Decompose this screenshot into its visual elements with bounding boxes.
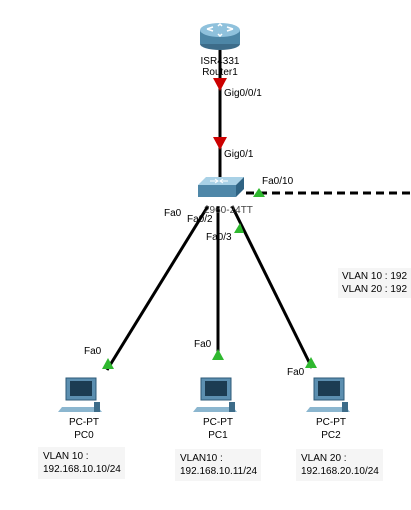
pc2-note[interactable]: VLAN 20 : 192.168.20.10/24 bbox=[296, 449, 383, 481]
link-up-triangle bbox=[212, 349, 224, 360]
router-port-label: Gig0/0/1 bbox=[224, 88, 262, 99]
switch-model-label: 2960-24TT bbox=[204, 205, 253, 216]
link-down-triangle bbox=[213, 137, 227, 150]
router-icon[interactable] bbox=[200, 22, 240, 50]
pc0-name-label: PC0 bbox=[74, 430, 94, 441]
switch-icon[interactable] bbox=[198, 177, 244, 197]
cable-switch-pc2[interactable] bbox=[230, 205, 314, 369]
link-up-triangle bbox=[305, 357, 317, 368]
router-model-label: ISR4331 bbox=[200, 56, 240, 67]
pc0-note-ip: 192.168.10.10/24 bbox=[43, 464, 121, 475]
link-up-triangle bbox=[102, 358, 114, 369]
side-note-vlan10: VLAN 10 : 192 bbox=[342, 271, 408, 282]
pc2-note-vlan: VLAN 20 : bbox=[301, 453, 347, 464]
pc2-type-label: PC-PT bbox=[316, 417, 346, 428]
switch-pc0-port-label: Fa0/2 bbox=[187, 214, 213, 225]
switch-trunk-port-label: Fa0/10 bbox=[262, 176, 294, 187]
vlan-side-note[interactable]: VLAN 10 : 192 VLAN 20 : 192 bbox=[338, 268, 411, 298]
pc-icon[interactable] bbox=[306, 377, 350, 412]
pc1-port-label: Fa0 bbox=[194, 339, 212, 350]
pc-icon[interactable] bbox=[58, 377, 102, 412]
pc1-note-vlan: VLAN10 : bbox=[180, 453, 223, 464]
pc0-note-vlan: VLAN 10 : bbox=[43, 451, 89, 462]
pc0-type-label: PC-PT bbox=[69, 417, 99, 428]
pc0-port-label: Fa0 bbox=[84, 346, 102, 357]
pc0-note[interactable]: VLAN 10 : 192.168.10.10/24 bbox=[38, 447, 125, 479]
pc1-name-label: PC1 bbox=[208, 430, 228, 441]
pc2-note-ip: 192.168.20.10/24 bbox=[301, 466, 379, 477]
switch-uplink-port-label: Gig0/1 bbox=[224, 149, 254, 160]
switch-port-prefix-label: Fa0 bbox=[164, 208, 182, 219]
pc-icon[interactable] bbox=[193, 377, 237, 412]
pc1-type-label: PC-PT bbox=[203, 417, 233, 428]
cable-switch-pc0[interactable] bbox=[105, 205, 210, 371]
pc2-port-label: Fa0 bbox=[287, 367, 305, 378]
pc1-note-ip: 192.168.10.11/24 bbox=[180, 466, 258, 477]
pc1-note[interactable]: VLAN10 : 192.168.10.11/24 bbox=[175, 449, 262, 481]
link-down-triangle bbox=[213, 78, 227, 91]
router-name-label: Router1 bbox=[202, 67, 238, 78]
pc2-name-label: PC2 bbox=[321, 430, 341, 441]
switch-pc1-port-label: Fa0/3 bbox=[206, 232, 232, 243]
link-up-triangle bbox=[234, 223, 244, 233]
side-note-vlan20: VLAN 20 : 192 bbox=[342, 284, 408, 295]
link-up-triangle bbox=[253, 188, 265, 197]
